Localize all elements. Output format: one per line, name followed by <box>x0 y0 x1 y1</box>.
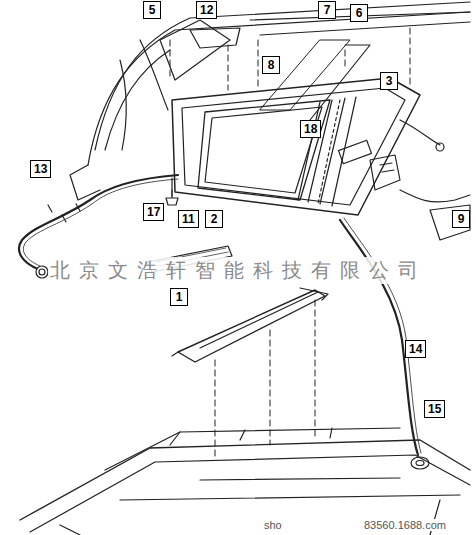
callout-number: 17 <box>143 203 164 221</box>
watermark: 北京文浩轩智能科技有限公司 <box>48 257 429 284</box>
callout-number: 12 <box>196 1 217 19</box>
watermark-url: sho <box>262 519 284 531</box>
callout-number: 13 <box>30 160 51 178</box>
callout-number: 2 <box>205 210 223 228</box>
callout-number: 5 <box>143 1 161 19</box>
callout-number: 15 <box>424 400 445 418</box>
callout-number: 6 <box>350 4 368 22</box>
callout-number: 3 <box>380 72 398 90</box>
callout-number: 8 <box>262 56 280 74</box>
callout-number: 7 <box>318 1 336 19</box>
callout-number: 18 <box>300 120 321 138</box>
callout-number: 11 <box>178 210 199 228</box>
watermark-url: 83560.1688.com <box>362 519 448 531</box>
callout-number: 1 <box>170 288 188 306</box>
callout-number: 14 <box>405 340 426 358</box>
callout-number: 9 <box>452 210 470 228</box>
